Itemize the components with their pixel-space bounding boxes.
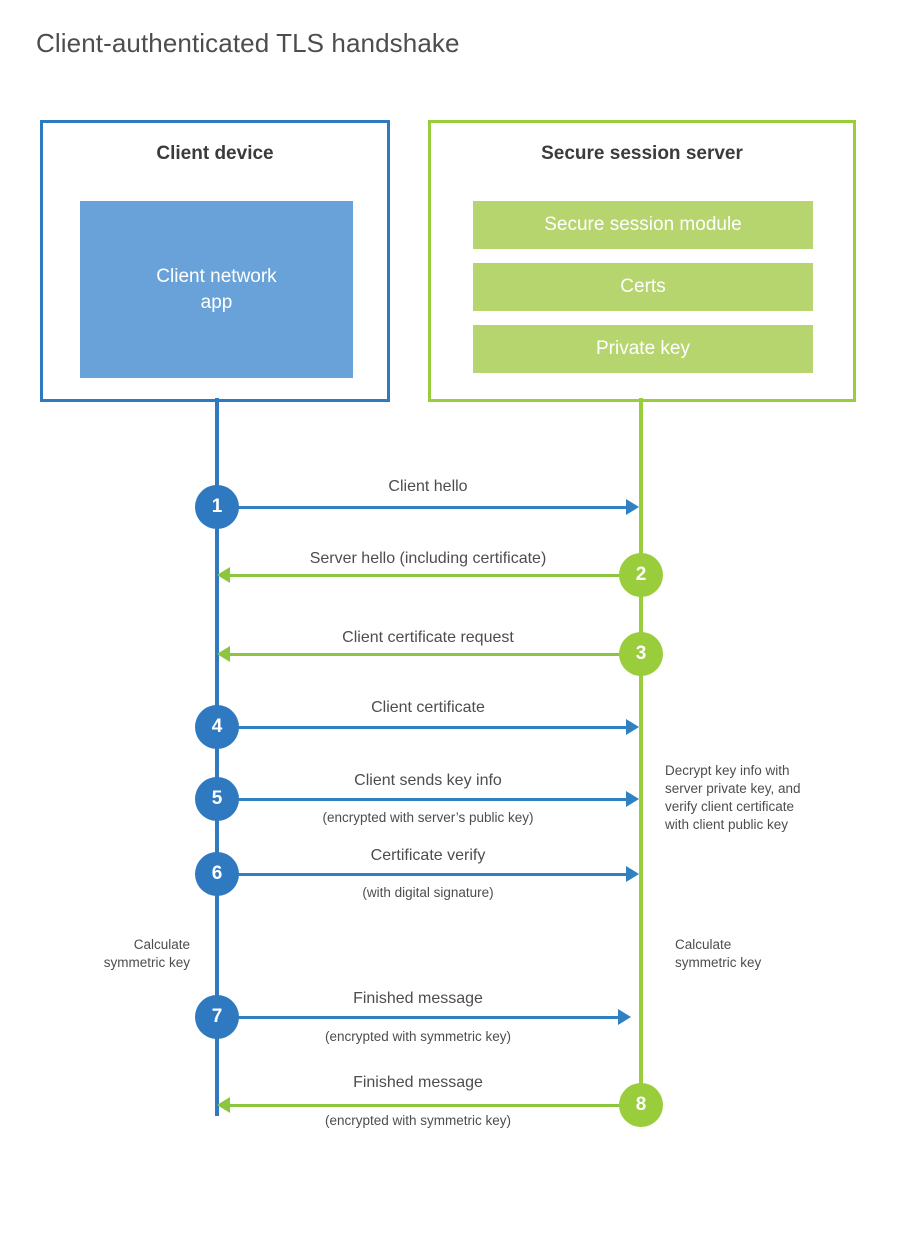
server-module-private-key: Private key	[473, 325, 813, 373]
step-1-badge: 1	[195, 485, 239, 529]
client-network-app-label: Client network app	[156, 265, 277, 313]
client-network-app-block: Client network app	[80, 201, 353, 378]
secure-session-server-title: Secure session server	[541, 143, 743, 164]
step-6-arrowhead-icon	[626, 866, 639, 882]
step-5-sublabel: (encrypted with server’s public key)	[322, 810, 534, 825]
step-5-label: Client sends key info	[354, 772, 502, 789]
step-6-arrow-line	[217, 873, 629, 876]
page-title: Client-authenticated TLS handshake	[36, 28, 460, 58]
server-decrypt-annotation: Decrypt key info with server private key…	[665, 763, 801, 832]
step-1-arrow-line	[217, 506, 629, 509]
client-device-box: Client device Client network app	[40, 120, 390, 402]
step-7-sublabel: (encrypted with symmetric key)	[324, 1029, 512, 1044]
server-lifeline	[639, 398, 643, 1110]
step-6-badge: 6	[195, 852, 239, 896]
step-8-sublabel: (encrypted with symmetric key)	[324, 1113, 512, 1128]
step-5-arrowhead-icon	[626, 791, 639, 807]
step-5-arrow-line	[217, 798, 629, 801]
server-module-secure-session-module: Secure session module	[473, 201, 813, 249]
step-8-badge: 8	[619, 1083, 663, 1127]
step-3-arrow-line	[230, 653, 639, 656]
step-2-badge: 2	[619, 553, 663, 597]
step-7-label: Finished message	[353, 990, 483, 1007]
server-module-certs: Certs	[473, 263, 813, 311]
step-7-arrowhead-icon	[618, 1009, 631, 1025]
step-2-arrowhead-icon	[217, 567, 230, 583]
step-4-label: Client certificate	[371, 699, 485, 716]
step-1-label: Client hello	[388, 478, 468, 495]
step-6-sublabel: (with digital signature)	[362, 885, 494, 900]
step-2-arrow-line	[230, 574, 639, 577]
step-1-arrowhead-icon	[626, 499, 639, 515]
step-4-arrowhead-icon	[626, 719, 639, 735]
step-4-arrow-line	[217, 726, 629, 729]
client-device-title: Client device	[156, 143, 274, 164]
step-7-badge: 7	[195, 995, 239, 1039]
step-3-badge: 3	[619, 632, 663, 676]
server-calculate-symmetric-key-annotation: Calculate symmetric key	[675, 937, 762, 970]
step-7-arrow-line	[217, 1016, 621, 1019]
step-3-arrowhead-icon	[217, 646, 230, 662]
step-3-label: Client certificate request	[342, 629, 514, 646]
step-8-arrowhead-icon	[217, 1097, 230, 1113]
step-8-label: Finished message	[353, 1074, 483, 1091]
step-5-badge: 5	[195, 777, 239, 821]
step-2-label: Server hello (including certificate)	[309, 550, 547, 567]
client-lifeline	[215, 398, 219, 1116]
step-4-badge: 4	[195, 705, 239, 749]
step-6-label: Certificate verify	[370, 847, 486, 864]
client-calculate-symmetric-key-annotation: Calculate symmetric key	[103, 937, 190, 970]
secure-session-server-box: Secure session server Secure session mod…	[428, 120, 856, 402]
step-8-arrow-line	[230, 1104, 639, 1107]
